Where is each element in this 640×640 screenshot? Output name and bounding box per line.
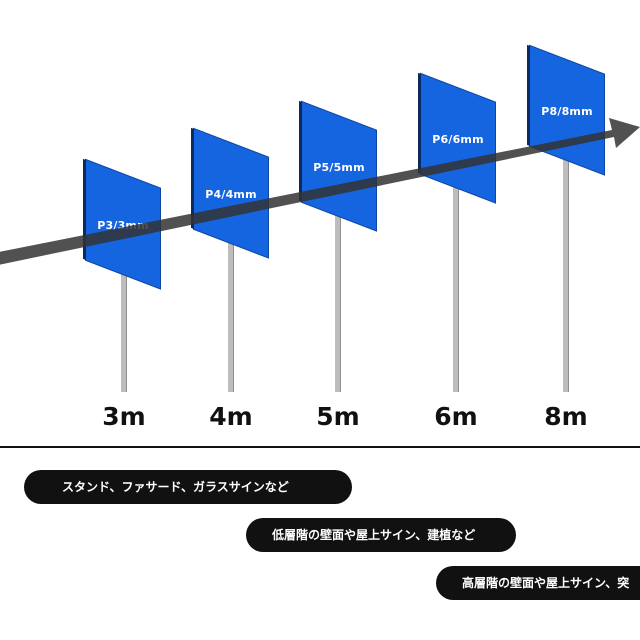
usage-range-pill-2: 低層階の壁面や屋上サイン、建植など [246,518,516,552]
distance-label-4: 6m [434,402,478,431]
distance-label-2: 4m [209,402,253,431]
usage-range-pill-1: スタンド、ファサード、ガラスサインなど [24,470,352,504]
sign-pole-5 [563,148,569,392]
distance-label-3: 5m [316,402,360,431]
distance-label-1: 3m [102,402,146,431]
sign-pole-4 [453,178,459,392]
distance-label-5: 8m [544,402,588,431]
sign-pole-2 [228,232,234,392]
sign-pole-1 [121,262,127,392]
sign-pole-3 [335,205,341,392]
usage-range-pill-3: 高層階の壁面や屋上サイン、突 [436,566,640,600]
baseline-divider [0,446,640,448]
